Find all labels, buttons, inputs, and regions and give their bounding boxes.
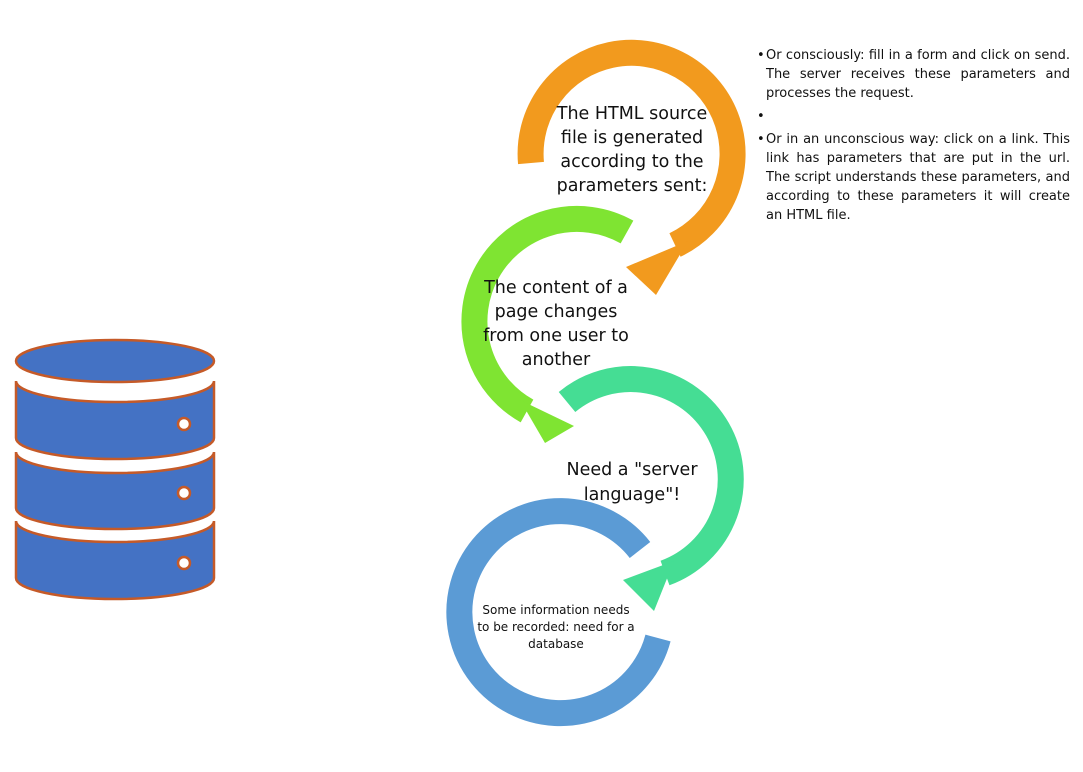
step-4-label: Some information needs to be recorded: n… <box>477 603 635 651</box>
note-conscious: Or consciously: fill in a form and click… <box>757 46 1070 103</box>
step-3-label: Need a "server language"! <box>566 460 698 505</box>
database-disk-bottom <box>14 520 216 601</box>
notes-list: Or consciously: fill in a form and click… <box>757 46 1070 229</box>
note-unconscious: Or in an unconscious way: click on a lin… <box>757 130 1070 225</box>
database-disk-top <box>14 380 216 461</box>
step-4-ring <box>446 498 671 727</box>
step-2-label: The content of a page changes from one u… <box>483 278 629 370</box>
step-3-arrow <box>558 366 744 611</box>
step-1-arrow <box>517 39 746 295</box>
database-icon <box>14 338 216 601</box>
step-1-label: The HTML source file is generated accord… <box>556 104 708 196</box>
database-lid <box>14 338 216 384</box>
note-empty <box>757 107 1070 126</box>
step-2-arrow <box>461 206 634 443</box>
database-disk-middle <box>14 451 216 531</box>
